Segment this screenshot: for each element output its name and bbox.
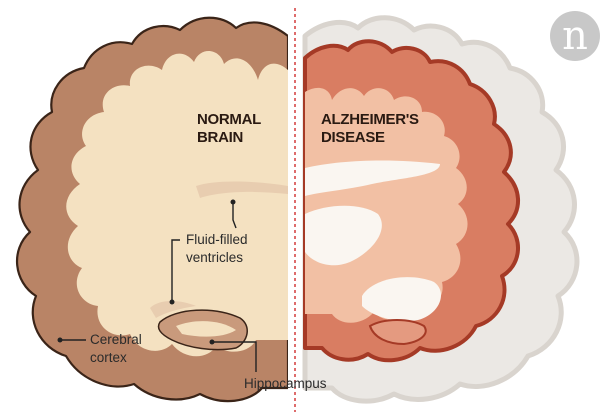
alzheimers-brain (305, 18, 577, 401)
ventricles-label-line1: Fluid-filled (186, 232, 248, 247)
ventricles-label-line2: ventricles (186, 250, 243, 265)
publisher-logo: n (550, 11, 600, 61)
normal-brain (17, 18, 288, 401)
cortex-label-line1: Cerebral (90, 332, 142, 347)
alzheimers-ventricle-left (310, 234, 332, 259)
alzheimers-heading-line2: DISEASE (321, 129, 385, 146)
normal-brain-heading-line2: BRAIN (197, 129, 243, 146)
ventricles-leader-upper-dot (231, 200, 236, 205)
logo-letter: n (562, 13, 588, 59)
normal-brain-heading-line1: NORMAL (197, 111, 261, 128)
cortex-leader-dot (58, 338, 63, 343)
ventricles-leader-lower-dot (170, 300, 175, 305)
cortex-label-line2: cortex (90, 350, 127, 365)
hippocampus-leader-dot (210, 340, 215, 345)
hippocampus-label: Hippocampus (244, 376, 327, 391)
alzheimers-heading-line1: ALZHEIMER'S (321, 111, 419, 128)
